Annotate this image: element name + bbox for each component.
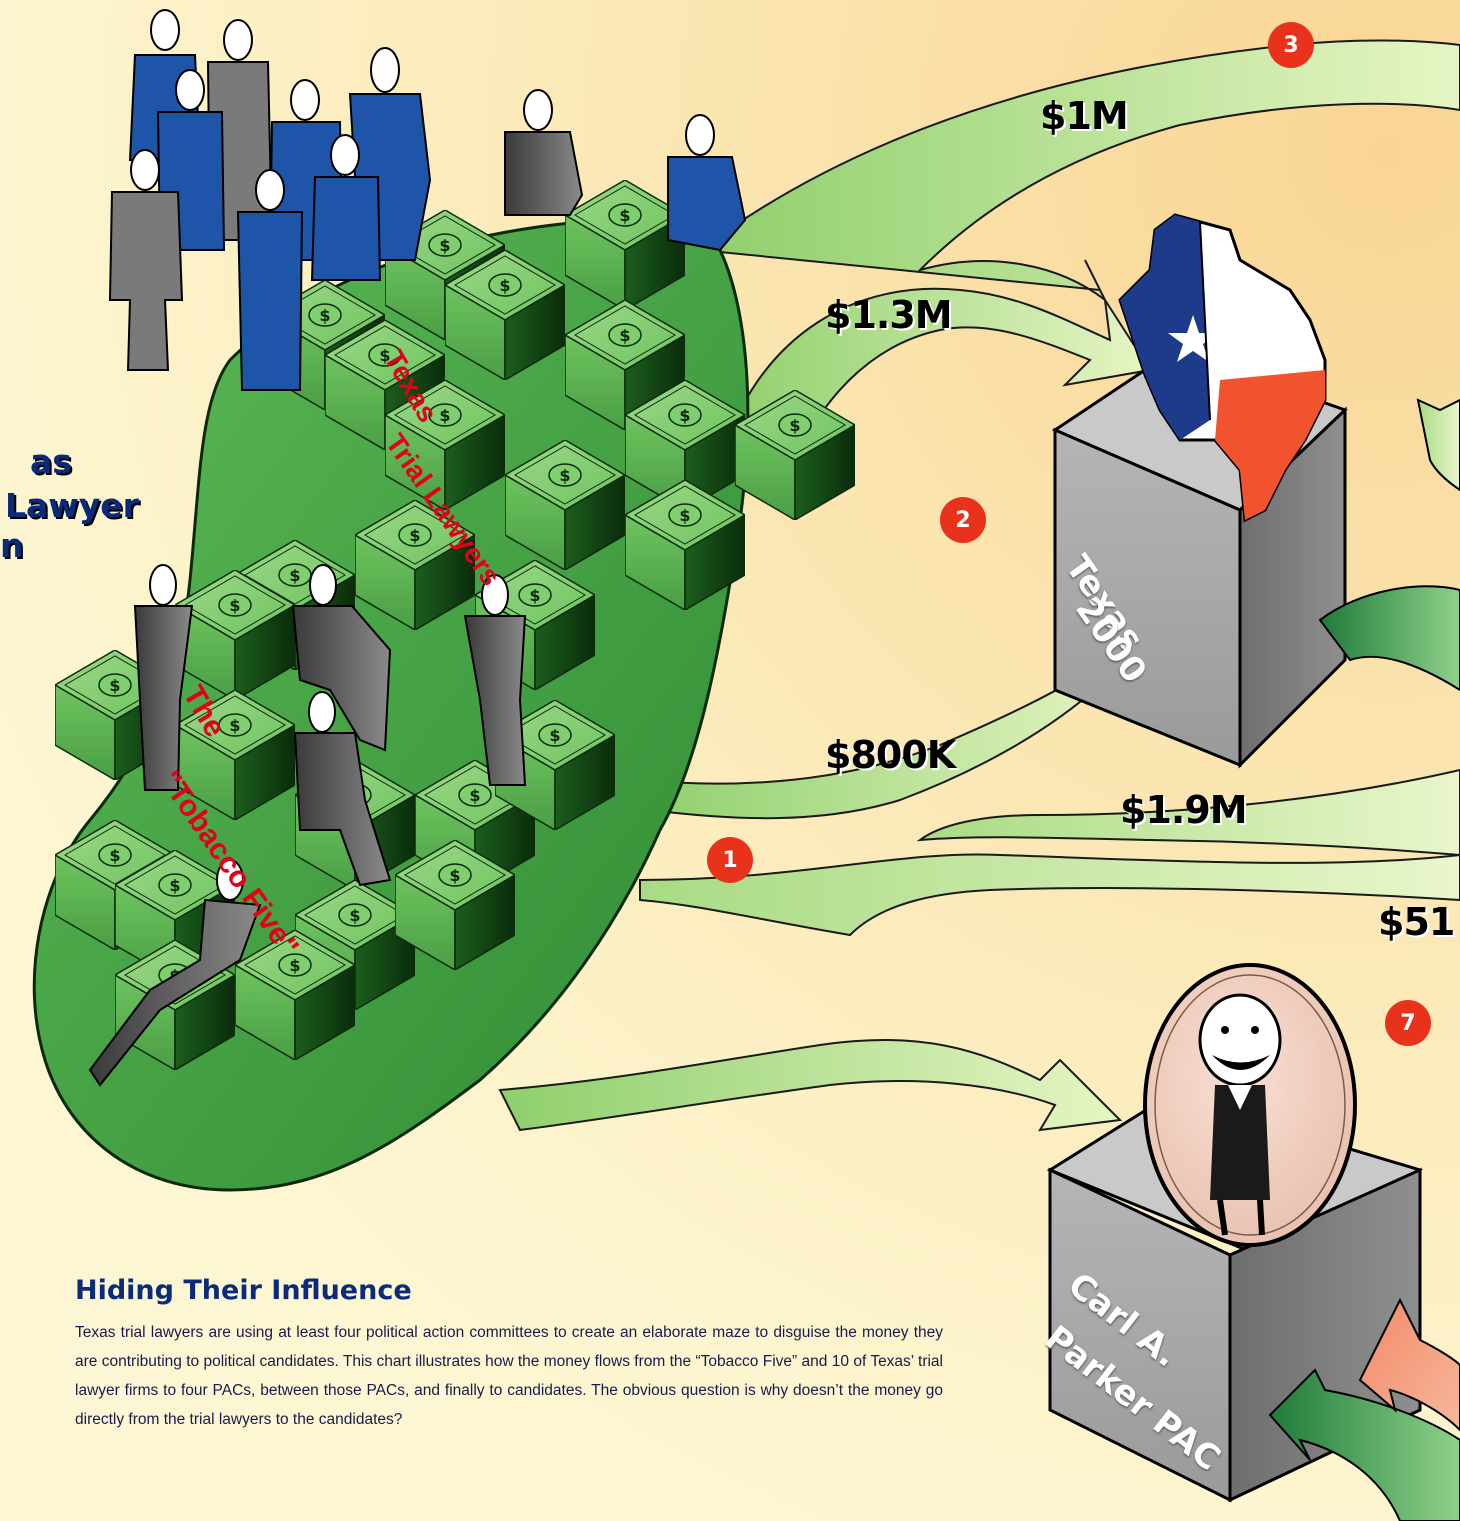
amount-51: $51 [1378, 900, 1455, 944]
texas-flag-map-icon [1118, 213, 1327, 523]
amount-800k: $800K [825, 733, 956, 777]
step-badge-3: 3 [1268, 22, 1314, 68]
business-person-icon [133, 564, 194, 791]
business-person-icon [236, 169, 304, 391]
flow-arrow-1-3m [718, 287, 1152, 472]
business-person-icon [108, 149, 184, 371]
step-badge-2: 2 [940, 497, 986, 543]
article-heading: Hiding Their Influence [75, 1275, 412, 1306]
right-dark-arrows [1268, 398, 1460, 1521]
title-fragment-3: n [0, 526, 24, 565]
flow-arrow-parker [498, 853, 1460, 1132]
flow-arrow-1m [697, 39, 1460, 301]
amount-1-3m: $1.3M [825, 293, 953, 337]
flow-arrow-1-9m [916, 768, 1460, 857]
smiling-man-cartoon-icon [1143, 963, 1357, 1247]
business-person-icon [293, 691, 392, 887]
business-person-icon [667, 114, 747, 252]
amount-1-9m: $1.9M [1120, 788, 1248, 832]
business-person-icon [291, 564, 392, 752]
business-person-icon [504, 89, 584, 216]
title-fragment-1: as [30, 442, 72, 481]
step-badge-1: 1 [707, 837, 753, 883]
business-person-icon [310, 134, 382, 281]
business-person-icon [88, 859, 262, 1087]
trial-lawyers-group [108, 9, 747, 391]
texas-2000-box [1051, 213, 1348, 769]
step-badge-7: 7 [1385, 1000, 1431, 1046]
tobacco-five-group [88, 564, 527, 1087]
article-body: Texas trial lawyers are using at least f… [75, 1324, 943, 1428]
amount-1m: $1M [1040, 94, 1129, 138]
title-fragment-2: Lawyer [5, 486, 139, 525]
business-person-icon [463, 574, 527, 786]
